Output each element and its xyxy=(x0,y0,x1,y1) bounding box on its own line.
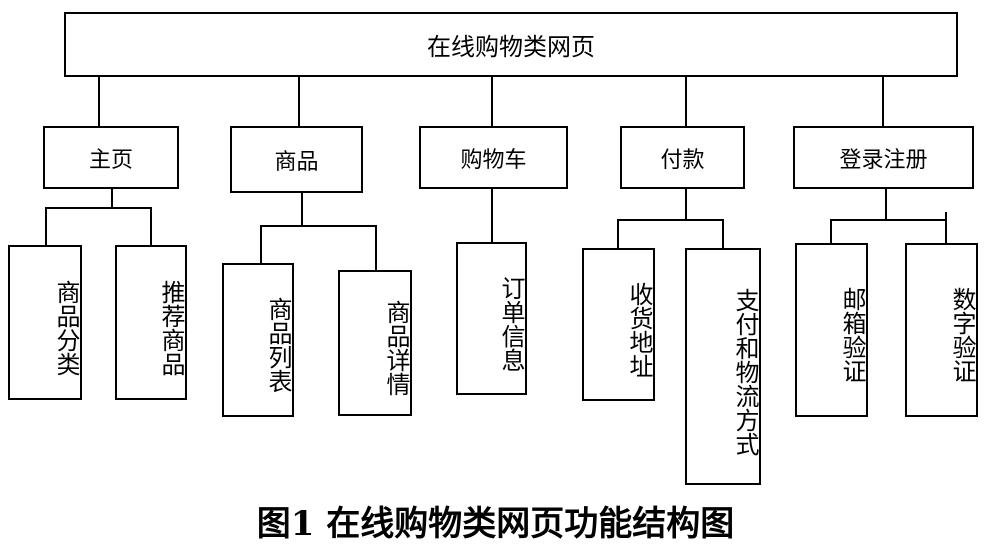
connector-root-login xyxy=(882,77,884,126)
connector-root-payment xyxy=(685,77,687,126)
leaf-recommended-label: 推荐商品 xyxy=(157,279,185,376)
leaf-digit-verify-box: 数字验证 xyxy=(905,243,978,417)
category-payment-label: 付款 xyxy=(660,147,705,173)
connector-home-left xyxy=(45,207,47,245)
connector-product-stem xyxy=(301,193,303,227)
connector-root-cart xyxy=(491,77,493,126)
connector-home-bar xyxy=(45,207,152,209)
category-payment-box: 付款 xyxy=(620,126,745,189)
figure-caption: 图1 在线购物类网页功能结构图 xyxy=(256,504,735,544)
category-cart-box: 购物车 xyxy=(419,126,568,189)
leaf-email-verify-box: 邮箱验证 xyxy=(795,243,868,417)
connector-root-home xyxy=(98,77,100,126)
connector-product-right xyxy=(375,225,377,270)
leaf-order-info-label: 订单信息 xyxy=(497,275,525,372)
leaf-email-verify-label: 邮箱验证 xyxy=(838,287,866,383)
leaf-digit-verify-label: 数字验证 xyxy=(948,287,976,383)
leaf-product-detail-label: 商品详情 xyxy=(382,300,410,396)
connector-cart-stem xyxy=(491,189,493,242)
category-product-box: 商品 xyxy=(230,126,363,193)
leaf-payment-shipping-box: 支付和物流方式 xyxy=(685,248,761,485)
leaf-product-list-box: 商品列表 xyxy=(222,263,294,417)
category-cart-label: 购物车 xyxy=(460,147,527,173)
leaf-address-box: 收货地址 xyxy=(582,248,655,401)
leaf-product-detail-box: 商品详情 xyxy=(338,270,412,416)
leaf-product-category-label: 商品分类 xyxy=(52,279,80,376)
leaf-recommended-box: 推荐商品 xyxy=(115,245,187,400)
connector-login-left xyxy=(830,219,832,243)
category-product-label: 商品 xyxy=(274,149,319,175)
leaf-product-list-label: 商品列表 xyxy=(264,297,292,393)
root-node-label: 在线购物类网页 xyxy=(427,33,595,61)
category-home-box: 主页 xyxy=(43,126,179,189)
connector-payment-bar xyxy=(617,219,724,221)
category-login-label: 登录注册 xyxy=(839,147,928,173)
leaf-product-category-box: 商品分类 xyxy=(8,245,82,400)
category-login-box: 登录注册 xyxy=(793,126,974,189)
connector-login-bar xyxy=(830,219,947,221)
leaf-address-label: 收货地址 xyxy=(625,281,653,378)
connector-product-bar xyxy=(260,225,377,227)
leaf-payment-shipping-label: 支付和物流方式 xyxy=(731,287,759,456)
connector-product-left xyxy=(260,225,262,263)
connector-payment-left xyxy=(617,219,619,248)
connector-home-stem xyxy=(111,189,113,209)
root-node-box: 在线购物类网页 xyxy=(64,12,958,77)
connector-payment-right xyxy=(722,219,724,248)
connector-login-right xyxy=(945,212,947,243)
connector-login-stem xyxy=(885,189,887,221)
connector-root-product xyxy=(298,77,300,126)
connector-payment-stem xyxy=(685,189,687,221)
connector-home-right xyxy=(150,207,152,245)
leaf-order-info-box: 订单信息 xyxy=(456,242,527,395)
category-home-label: 主页 xyxy=(88,147,133,173)
